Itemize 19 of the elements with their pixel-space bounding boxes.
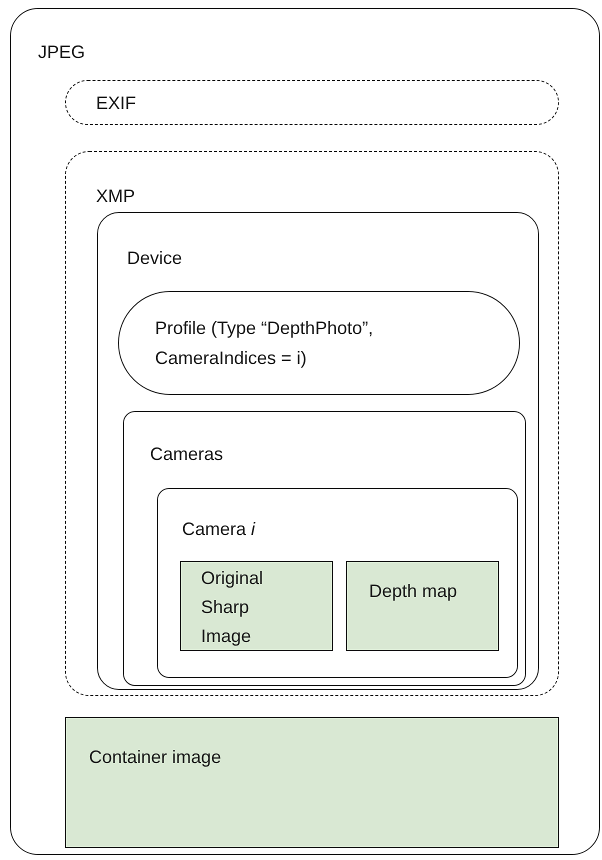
group-panel	[157, 488, 518, 678]
node-label: JPEG	[38, 42, 86, 62]
node-label: Cameras	[150, 444, 224, 464]
node-label: EXIF	[96, 92, 136, 112]
container-frame	[10, 8, 600, 855]
dashed-group	[65, 151, 559, 696]
dashed-group	[65, 80, 559, 125]
data-block	[346, 561, 499, 651]
node-label: Camera i	[182, 519, 256, 539]
node-label: XMP	[96, 186, 136, 206]
node-label: Device	[127, 248, 182, 268]
data-block	[180, 561, 333, 651]
group-panel	[97, 212, 539, 690]
node-label: Original Sharp Image	[201, 567, 264, 648]
node-label: Container image	[89, 747, 222, 767]
node-label: Profile (Type “DepthPhoto”, CameraIndices = i)	[155, 317, 374, 370]
data-block	[65, 717, 559, 848]
node-label: Depth map	[369, 580, 458, 603]
group-panel	[123, 411, 526, 686]
